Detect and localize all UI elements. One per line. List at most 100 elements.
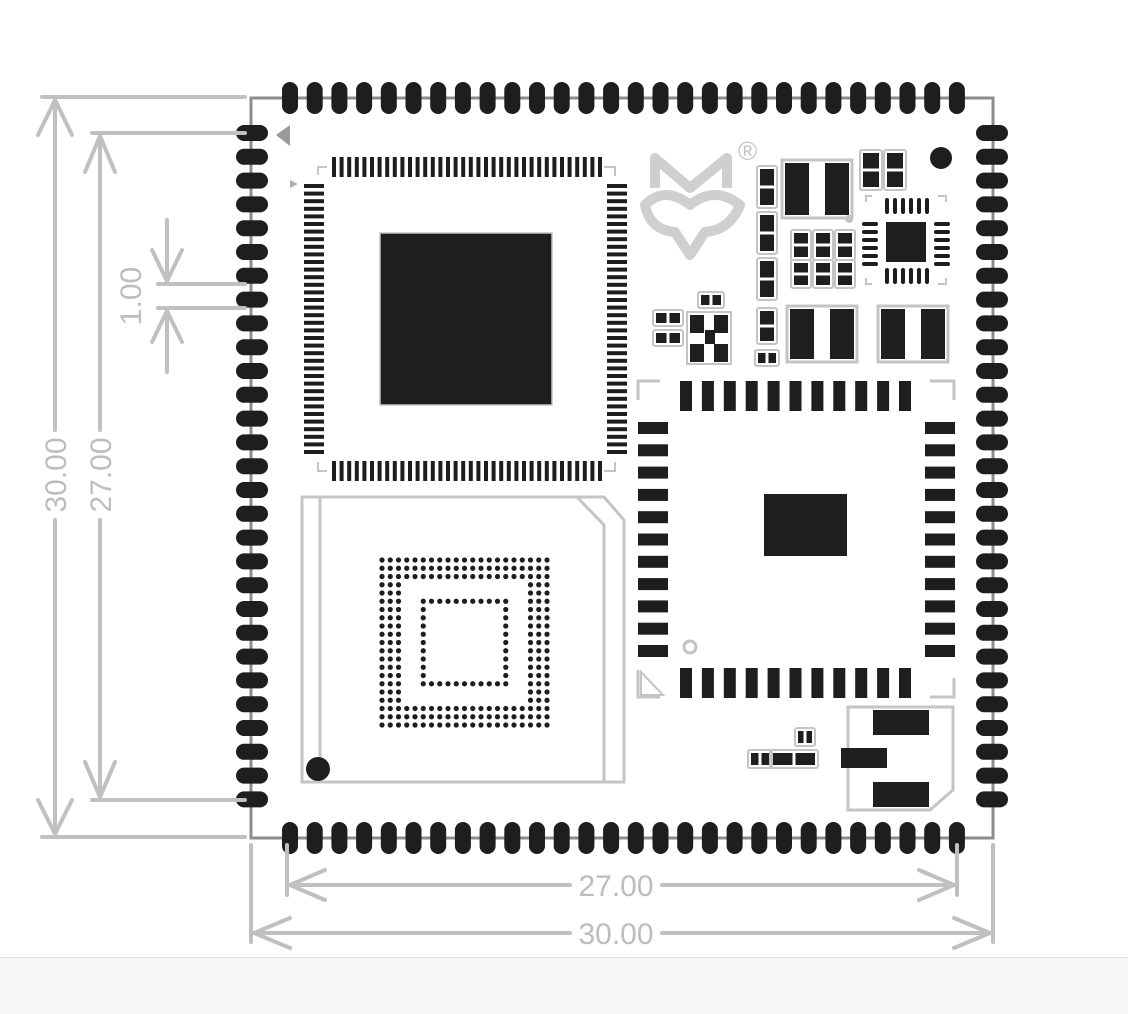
module-pad: [789, 381, 802, 411]
module-pad: [925, 422, 955, 434]
triangle-icon: [276, 125, 290, 146]
qfp-lead: [304, 374, 324, 378]
edge-pad: [504, 822, 521, 854]
edge-pad: [331, 82, 348, 114]
bga-ball: [420, 573, 426, 580]
bga-ball: [387, 631, 393, 637]
bga-ball: [395, 565, 402, 571]
qfp-lead: [607, 290, 627, 295]
qfp-lead: [499, 157, 504, 177]
bga-ball: [412, 565, 418, 571]
qfp-lead: [476, 157, 481, 177]
bga-ball: [511, 714, 517, 720]
capacitor-pad: [656, 333, 667, 343]
qfp-lead: [522, 157, 526, 177]
edge-pad: [236, 505, 268, 522]
qfn-lead: [934, 246, 950, 250]
qfp-lead: [304, 267, 324, 272]
bga-ball: [527, 582, 534, 588]
qfp-lead: [567, 157, 572, 177]
edge-pad: [236, 529, 268, 546]
edge-pad: [529, 82, 545, 114]
bga-ball: [412, 714, 418, 720]
qfp-lead: [438, 157, 443, 177]
bga-ball: [519, 722, 525, 728]
edge-pad: [236, 410, 268, 427]
module-pad: [638, 600, 668, 613]
bga-ball: [387, 672, 393, 679]
capacitor-pad: [816, 246, 830, 257]
qfp-lead: [607, 434, 627, 439]
edge-pad: [236, 482, 268, 498]
edge-pad: [504, 82, 521, 114]
bga-ball: [544, 606, 550, 613]
qfp-lead: [522, 461, 526, 481]
bga-ball: [536, 565, 542, 571]
inner-height-label: 27.00: [85, 437, 118, 512]
qfp-lead: [304, 298, 324, 302]
module-pad: [925, 466, 955, 479]
bga-ball: [395, 722, 402, 728]
edge-pad: [976, 458, 1008, 475]
capacitor: [756, 307, 778, 345]
bga-ball: [379, 573, 385, 580]
qfp-lead: [607, 366, 627, 371]
bga-ball: [536, 714, 542, 720]
qfp-lead: [453, 157, 458, 177]
capacitor: [769, 749, 819, 769]
qfp-lead: [339, 157, 344, 177]
qfp-lead: [552, 157, 557, 177]
bga-ball: [527, 639, 534, 646]
bga-ball: [453, 598, 459, 604]
capacitor-pad: [760, 280, 774, 297]
bga-ball: [470, 598, 476, 604]
pad-pitch-label: 1.00: [115, 267, 148, 325]
qfp-lead: [607, 191, 627, 196]
bga-ball: [453, 681, 459, 687]
bga-ball: [395, 705, 402, 712]
bga-ball: [395, 606, 402, 613]
qfp-lead: [392, 461, 397, 481]
bga-ball: [445, 557, 451, 563]
module-pad: [925, 578, 955, 591]
module-pad: [638, 645, 668, 657]
qfp-lead: [392, 157, 397, 177]
qfp-lead: [607, 206, 627, 211]
bga-ball: [461, 573, 468, 580]
capacitor-pad: [838, 275, 852, 285]
bga-ball: [461, 722, 468, 728]
bga-ball: [503, 598, 509, 604]
bga-ball: [395, 573, 402, 580]
bga-ball: [536, 631, 542, 637]
qfn-lead: [909, 268, 913, 284]
bga-ball: [544, 705, 550, 712]
bga-ball: [387, 714, 393, 720]
bga-ball: [544, 557, 550, 563]
bga-ball: [445, 565, 451, 571]
edge-pad: [236, 386, 268, 403]
qfp-lead: [347, 157, 352, 177]
bga-ball: [486, 573, 492, 580]
module-pad: [925, 600, 955, 613]
edge-pad: [236, 434, 268, 451]
module-pads: [638, 381, 955, 698]
module-pad: [899, 381, 911, 411]
qfp-lead: [415, 461, 420, 481]
module-pad: [638, 555, 668, 568]
qfp-lead: [347, 461, 352, 481]
bga-ball: [470, 573, 476, 580]
bga-ball: [511, 565, 517, 571]
bga-ball: [428, 565, 435, 571]
qfp-lead: [304, 381, 324, 386]
qfp-lead: [304, 199, 324, 204]
edge-pad: [236, 458, 268, 475]
bga-ball: [470, 714, 476, 720]
edge-pad: [701, 82, 718, 114]
bga-ball: [519, 714, 525, 720]
module-pad: [638, 444, 668, 457]
module-pad: [899, 668, 911, 698]
bga-ball: [519, 565, 525, 571]
bga-ball: [379, 623, 385, 629]
bga-ball: [519, 573, 525, 580]
edge-pad: [282, 82, 298, 114]
